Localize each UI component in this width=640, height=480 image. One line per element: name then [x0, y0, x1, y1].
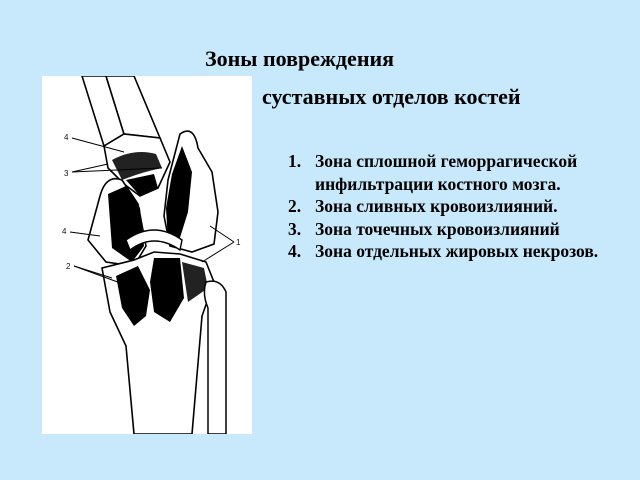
fibula [203, 280, 227, 434]
joint-bone-drawing: 4 3 4 2 1 [62, 76, 241, 434]
callout-label-1: 1 [236, 238, 241, 247]
list-item-number: 4. [288, 241, 302, 261]
callout-label-4-top: 4 [64, 133, 69, 142]
list-item-text: Зона сплошной геморрагической инфильтрац… [315, 151, 578, 194]
joint-space [125, 229, 183, 252]
upper-bone [81, 76, 171, 197]
joint-bone-diagram: 4 3 4 2 1 [42, 76, 252, 434]
slide-title-line-2: суставных отделов костей [262, 84, 521, 109]
list-item: 3. Зона точечных кровоизлияний [288, 218, 638, 241]
list-item-number: 2. [288, 196, 302, 216]
slide-title-line-1: Зоны повреждения [205, 46, 395, 71]
list-item-number: 1. [288, 151, 302, 171]
list-item-text: Зона точечных кровоизлияний [315, 218, 560, 239]
list-item: 4. Зона отдельных жировых некрозов. [288, 240, 638, 263]
callout-label-3: 3 [64, 169, 69, 178]
callout-lines [69, 137, 235, 289]
list-item-text: Зона отдельных жировых некрозов. [315, 241, 599, 261]
callout-label-4-side: 4 [62, 227, 67, 236]
list-item-text: Зона сливных кровоизлияний. [315, 196, 558, 216]
list-item: 2. Зона сливных кровоизлияний. [288, 195, 638, 218]
list-item: 1. Зона сплошной геморрагической инфильт… [288, 150, 638, 195]
callout-label-2: 2 [66, 262, 71, 271]
right-condyle [163, 130, 219, 253]
zone-list: 1. Зона сплошной геморрагической инфильт… [288, 150, 638, 263]
lower-bone [101, 251, 215, 434]
list-item-number: 3. [288, 218, 302, 239]
